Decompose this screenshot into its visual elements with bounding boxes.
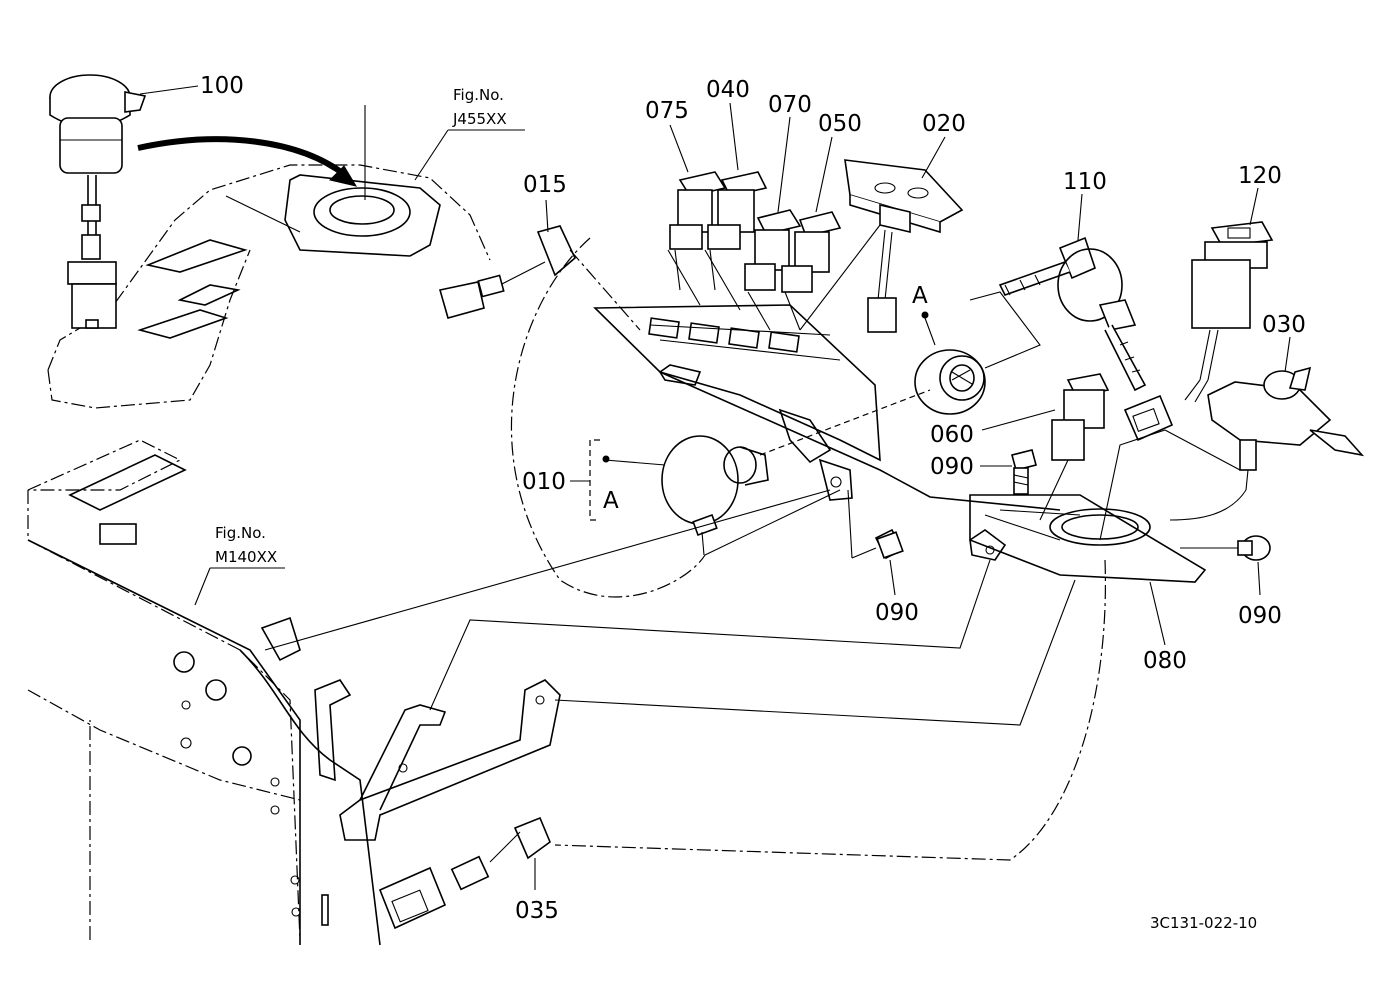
- switch-050[interactable]: [781, 211, 842, 293]
- front-frame: [27, 439, 381, 946]
- part-label-015: 015: [523, 172, 567, 198]
- leader-110: [1077, 193, 1083, 241]
- part-label-035: 035: [515, 898, 559, 924]
- leader-100: [139, 85, 199, 95]
- screw-090-b-link: [847, 489, 853, 559]
- part-label-040: 040: [706, 77, 750, 103]
- part-label-090-b: 090: [875, 600, 919, 626]
- leader-030: [1284, 336, 1291, 373]
- connector-015-dash: [569, 249, 641, 331]
- part-label-050: 050: [818, 111, 862, 137]
- keys-110[interactable]: [998, 236, 1147, 392]
- part-label-075: 075: [645, 98, 689, 124]
- leader-060: [981, 409, 1056, 431]
- switch-120[interactable]: [1123, 221, 1274, 442]
- connector-015[interactable]: [438, 225, 576, 319]
- part-label-100: 100: [200, 73, 244, 99]
- part-label-020: 020: [922, 111, 966, 137]
- marker-a-leader: [924, 317, 936, 346]
- hour-meter-100[interactable]: [49, 74, 147, 329]
- switch-070[interactable]: [744, 209, 802, 291]
- fig-ref-j455xx-line1: Fig.No.: [453, 86, 504, 104]
- leader-frame-to-panel: [264, 489, 831, 651]
- lower-bracket: [339, 679, 561, 841]
- fig-ref-m140xx-line1: Fig.No.: [215, 524, 266, 542]
- marker-a-top-dot: [921, 311, 929, 319]
- part-label-110: 110: [1063, 169, 1107, 195]
- marker-a-left: A: [603, 488, 619, 514]
- leader-090-b: [889, 559, 896, 596]
- switch-040[interactable]: [707, 171, 768, 291]
- marker-a-left-dot: [602, 455, 610, 463]
- leader-010c: [704, 489, 841, 556]
- screw-090-b[interactable]: [851, 528, 904, 560]
- part-label-010: 010: [522, 469, 566, 495]
- bracket-010: [589, 439, 600, 521]
- wire-loop-015: [510, 237, 706, 598]
- fig-ref-j455xx-line2: J455XX: [452, 110, 507, 128]
- switch-120-leaders: [1099, 429, 1241, 541]
- leader-120: [1249, 187, 1259, 226]
- leader-040: [729, 102, 739, 171]
- leader-050: [815, 136, 833, 213]
- fig-ref-j455xx: Fig.No. J455XX: [364, 86, 525, 200]
- switch-060[interactable]: [1039, 373, 1110, 521]
- fig-ref-m140xx-line2: M140XX: [215, 548, 277, 566]
- switch-routing-lines: [667, 249, 801, 331]
- marker-a-top: A: [912, 283, 928, 309]
- key-leader-lines: [969, 291, 1041, 369]
- leader-020: [921, 136, 946, 179]
- part-label-080: 080: [1143, 648, 1187, 674]
- part-label-120: 120: [1238, 163, 1282, 189]
- part-label-060: 060: [930, 422, 974, 448]
- grommet: [914, 349, 986, 415]
- install-arrow: [137, 136, 358, 187]
- leader-020b: [799, 224, 881, 331]
- leader-070: [777, 116, 791, 213]
- switch-075[interactable]: [669, 171, 727, 291]
- assembly-lines: [429, 559, 1107, 861]
- screw-090-c[interactable]: [1180, 535, 1271, 561]
- leader-090-c: [1257, 561, 1261, 596]
- leader-010: [604, 459, 666, 466]
- leader-075: [669, 124, 689, 173]
- screw-090-a[interactable]: [1011, 449, 1037, 495]
- key-switch-030[interactable]: [1207, 366, 1365, 491]
- leader-015: [545, 199, 549, 233]
- horn-button-010[interactable]: [661, 389, 931, 556]
- connector-clip-035[interactable]: [378, 816, 551, 930]
- panel-lamp-020[interactable]: [844, 159, 964, 333]
- part-label-030: 030: [1262, 312, 1306, 338]
- drawing-number: 3C131-022-10: [1150, 914, 1257, 932]
- part-label-070: 070: [768, 92, 812, 118]
- part-label-090-a: 090: [930, 454, 974, 480]
- part-label-090-c: 090: [1238, 603, 1282, 629]
- panel-plate-080[interactable]: [969, 494, 1207, 583]
- switch-panel-bracket: [593, 304, 1061, 511]
- fig-ref-m140xx: Fig.No. M140XX: [194, 524, 285, 606]
- leader-080: [1149, 581, 1166, 646]
- key-switch-wire: [1169, 489, 1247, 521]
